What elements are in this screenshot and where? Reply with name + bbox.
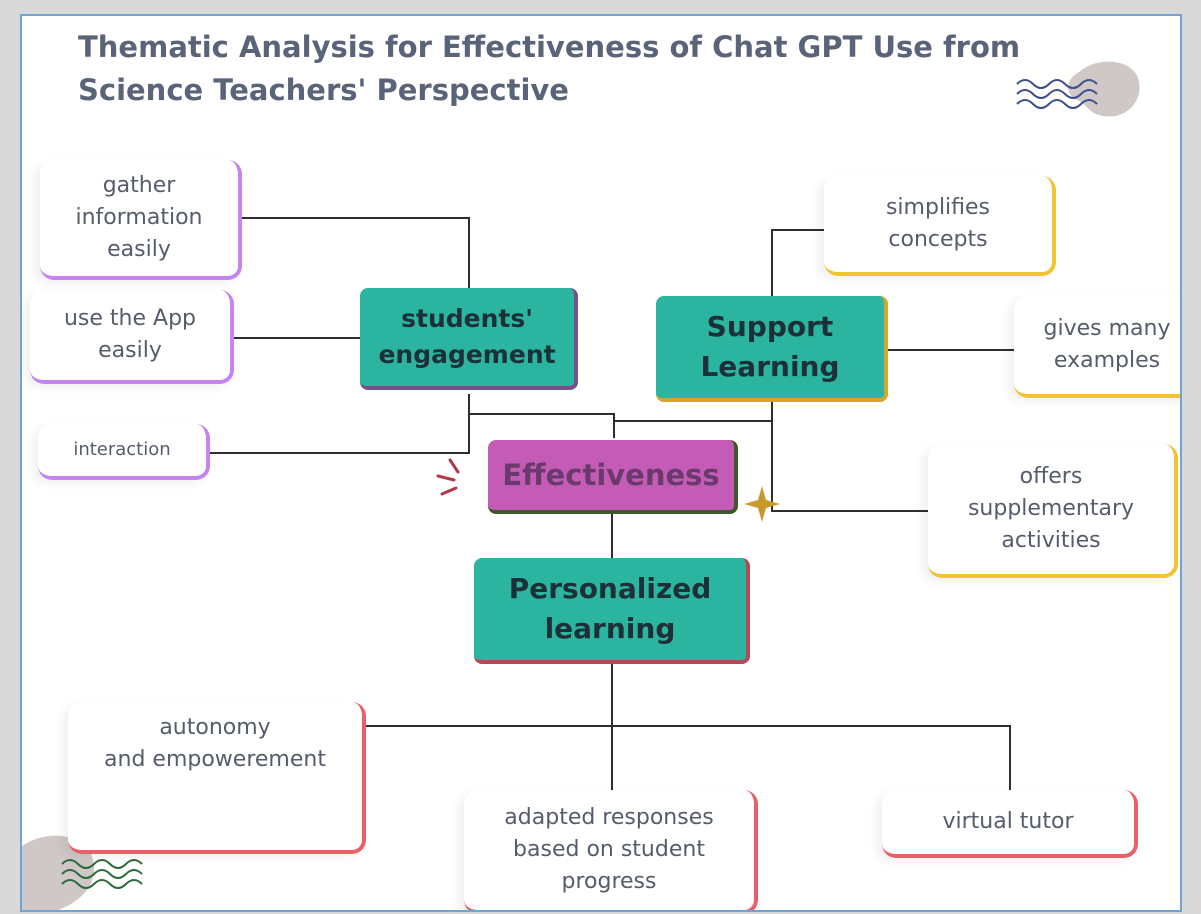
code-label: gives many examples <box>1043 316 1171 373</box>
theme-label: Support Learning <box>700 310 840 383</box>
title-line-1: Thematic Analysis for Effectiveness of C… <box>78 30 1021 64</box>
code-autonomy-and-empowerement: autonomy and empowerement <box>68 702 366 854</box>
code-label: simplifies concepts <box>885 195 991 252</box>
code-gives-many-examples: gives many examples <box>1014 296 1180 398</box>
code-gather-information: gather information easily <box>40 160 242 280</box>
code-label: adapted responses based on student progr… <box>504 805 714 894</box>
connector-gather-information <box>242 217 470 288</box>
code-offers-supplementary-activities: offers supplementary activities <box>928 444 1178 578</box>
code-label: use the App easily <box>63 306 196 363</box>
theme-label: students' engagement <box>378 304 556 369</box>
code-simplifies-concepts: simplifies concepts <box>824 176 1056 276</box>
connector-engagement-center <box>468 394 615 438</box>
sparkle-icon <box>744 486 780 522</box>
burst-lines-decoration <box>436 458 460 496</box>
wave-blob-decoration-bottom <box>22 835 143 910</box>
central-theme-effectiveness: Effectiveness <box>488 440 738 514</box>
diagram-canvas: Thematic Analysis for Effectiveness of C… <box>20 14 1182 912</box>
code-use-the-app: use the App easily <box>30 290 234 384</box>
connector-virtual-tutor <box>612 725 1011 790</box>
code-label: virtual tutor <box>942 809 1074 834</box>
theme-students-engagement: students' engagement <box>360 288 578 390</box>
theme-support-learning: Support Learning <box>656 296 888 402</box>
code-interaction: interaction <box>38 424 210 480</box>
connector-interaction <box>210 394 470 454</box>
wave-blob-decoration <box>1016 61 1140 117</box>
code-label: gather information easily <box>75 173 203 262</box>
code-adapted-responses: adapted responses based on student progr… <box>464 790 758 910</box>
connector-support-center <box>614 402 773 422</box>
code-virtual-tutor: virtual tutor <box>882 790 1138 858</box>
connector-autonomy <box>366 664 613 727</box>
code-label: offers supplementary activities <box>967 464 1135 553</box>
code-label: interaction <box>73 439 171 460</box>
central-label: Effectiveness <box>502 458 720 492</box>
theme-personalized-learning: Personalized learning <box>474 558 750 664</box>
diagram-title: Thematic Analysis for Effectiveness of C… <box>78 26 1078 112</box>
connector-offers-activities <box>771 402 928 512</box>
connector-lines <box>210 217 1014 790</box>
title-line-2: Science Teachers' Perspective <box>78 73 569 107</box>
connector-simplifies-concepts <box>771 229 826 298</box>
code-label: autonomy and empowerement <box>104 715 326 772</box>
theme-label: Personalized learning <box>508 572 712 645</box>
